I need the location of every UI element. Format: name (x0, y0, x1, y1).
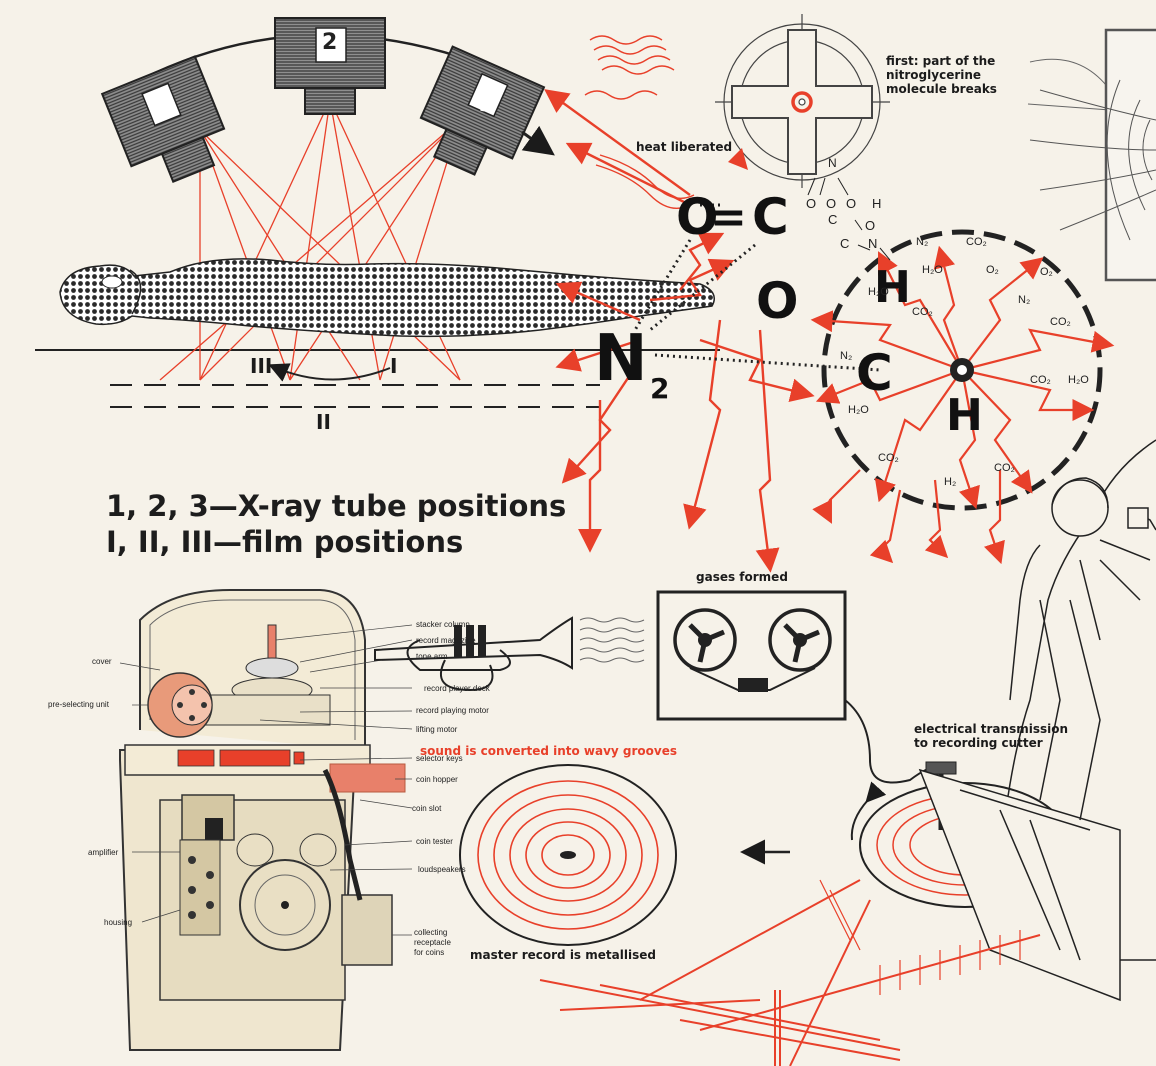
formula-h-bottom: H (946, 390, 983, 441)
molecule-target (715, 14, 890, 188)
atom-label: O (846, 196, 857, 211)
tube-label-3: 3 (479, 92, 493, 116)
label-lifting-motor: lifting motor (416, 725, 458, 734)
atom-label: O (826, 196, 837, 211)
field-line-box (1029, 28, 1156, 282)
gas-label: CO₂ (1050, 316, 1071, 328)
tube-label-1: 1 (160, 92, 174, 116)
gas-label: N₂ (1018, 294, 1031, 306)
label-record-magazine: record magazine (416, 636, 476, 645)
patient-eye (101, 275, 123, 289)
recording-cutter (925, 761, 957, 775)
sound-waves (579, 617, 645, 663)
formula-h-top: H (874, 262, 911, 313)
molecule-note: first: part of the nitroglycerine molecu… (886, 54, 997, 96)
label-collecting-receptacle: collecting receptacle for coins (414, 928, 451, 957)
xray-tube-2 (274, 17, 386, 115)
heat-label: heat liberated (636, 140, 733, 154)
gas-label: O₂ (1040, 266, 1053, 278)
gas-label: H₂O (1068, 374, 1089, 386)
heat-waves (584, 35, 695, 209)
formula-n: N (594, 322, 648, 396)
label-stacker-column: stacker column (416, 620, 470, 629)
gas-label: H₂ (944, 476, 957, 488)
collecting-receptacle (341, 894, 393, 966)
gas-label: H₂O (922, 264, 943, 276)
film-swing-arrow (268, 363, 391, 382)
formula-n-subscript: 2 (650, 372, 670, 405)
formula-c-burst: C (856, 344, 893, 402)
film-label-ii: II (316, 410, 331, 434)
gas-label: H₂O (868, 286, 889, 298)
atom-label: N (828, 156, 837, 170)
label-housing: housing (104, 918, 133, 927)
gas-label: CO₂ (966, 236, 987, 248)
label-selector-keys: selector keys (416, 754, 463, 763)
energy-arrows (544, 89, 815, 573)
gas-label: N₂ (840, 350, 853, 362)
atom-label: O (865, 218, 876, 233)
gas-burst-circle (821, 229, 1103, 511)
tube-label-2: 2 (322, 30, 338, 55)
jukebox-illustration (119, 589, 413, 1051)
film-lines (110, 384, 600, 408)
sound-groove-label: sound is converted into wavy grooves (420, 744, 678, 758)
film-label-iii: III (250, 354, 273, 378)
gases-label: gases formed (696, 570, 788, 584)
label-pre-selecting-unit: pre-selecting unit (48, 700, 109, 709)
heat-marker (728, 148, 748, 170)
label-cover: cover (92, 657, 112, 666)
atom-label: C (828, 212, 838, 227)
atom-label: O (806, 196, 817, 211)
xray-tube-1 (100, 55, 226, 183)
formula-o-left: O (676, 188, 719, 246)
label-record-playing-motor: record playing motor (416, 706, 489, 715)
formula-o-bottom: O (756, 272, 799, 330)
atom-label: C (840, 236, 850, 251)
selector-key-row (177, 749, 305, 767)
label-tone-arm: tone arm (416, 652, 448, 661)
gas-label: CO₂ (912, 306, 933, 318)
tube-move-arrow (521, 125, 555, 156)
xray-caption-1: 1, 2, 3—X-ray tube positions (106, 489, 567, 523)
atom-label: N (868, 236, 878, 251)
burst-arrows (810, 245, 1115, 565)
gas-label: CO₂ (1030, 374, 1051, 386)
radiologist-figure (918, 439, 1156, 1002)
gas-label: CO₂ (878, 452, 899, 464)
patient-silhouette (59, 258, 715, 338)
antenna-icon (539, 879, 1041, 1066)
bond-dots (633, 203, 881, 372)
master-record-label: master record is metallised (470, 948, 656, 962)
tape-recorder (656, 590, 941, 784)
atom-label: H (872, 196, 882, 211)
transmission-label: electrical transmission to recording cut… (914, 722, 1069, 750)
label-record-player-deck: record player deck (424, 684, 490, 693)
gas-label: N₂ (916, 236, 929, 248)
xray-diagram (35, 17, 720, 408)
trumpet-icon (374, 616, 573, 692)
xray-tube-3 (419, 45, 546, 176)
gas-label: CO₂ (994, 462, 1015, 474)
label-coin-tester: coin tester (416, 837, 453, 846)
gas-label: H₂O (848, 404, 869, 416)
formula-double-bond: = (710, 192, 747, 243)
coin-hopper (329, 763, 406, 793)
film-label-i: I (390, 354, 398, 378)
label-loudspeakers: loudspeakers (418, 865, 466, 874)
label-coin-slot: coin slot (412, 804, 442, 813)
xray-caption-2: I, II, III—film positions (106, 525, 464, 559)
formula-c: C (752, 188, 789, 246)
gas-label: O₂ (986, 264, 999, 276)
explosion-diagram (544, 14, 1156, 573)
label-amplifier: amplifier (88, 848, 119, 857)
label-coin-hopper: coin hopper (416, 775, 458, 784)
master-record (459, 764, 677, 946)
